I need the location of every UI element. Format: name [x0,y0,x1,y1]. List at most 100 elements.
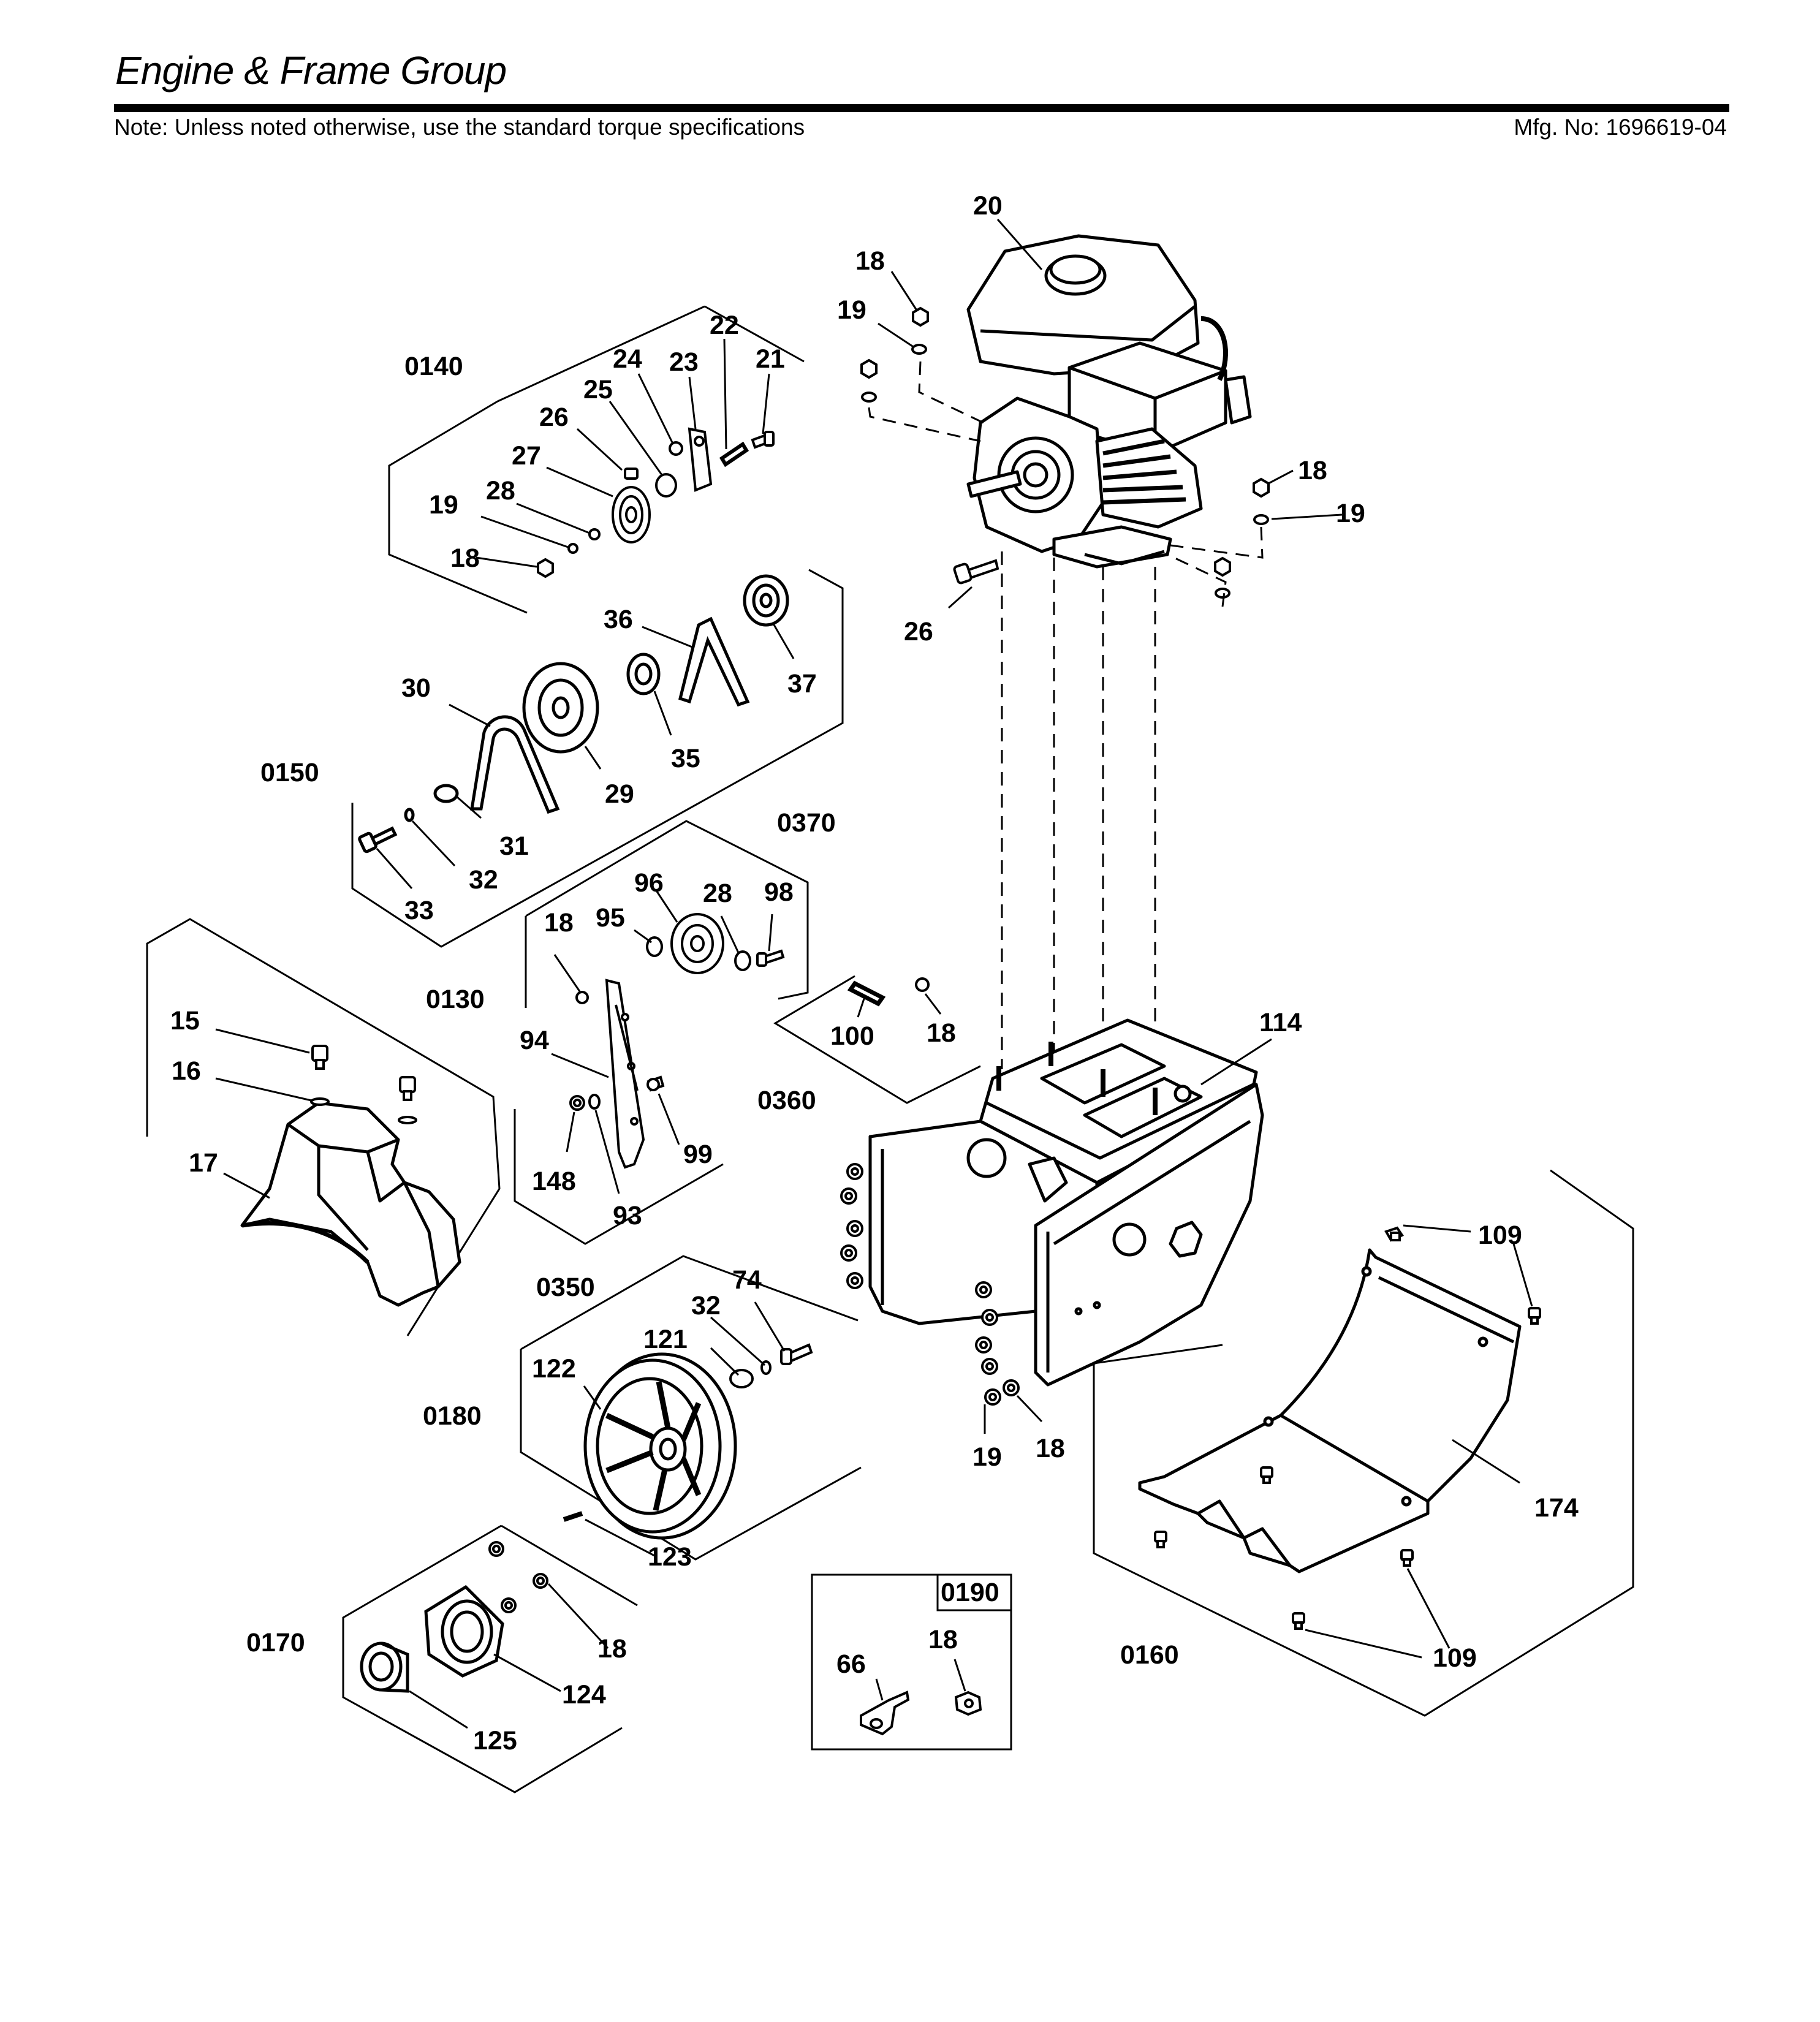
callout-18: 18 [450,543,480,573]
callout-66: 66 [836,1649,866,1679]
spring-100 [847,980,886,1007]
group-0170-outline [342,1524,638,1793]
group-0160-outline [1093,1169,1634,1717]
drive-belt-30 [470,715,560,814]
callout-37: 37 [787,669,817,699]
nut-18-front [1214,556,1231,577]
spacer-25 [655,473,677,498]
group-0140-parts[interactable] [537,427,775,578]
callout-0130: 0130 [426,985,485,1014]
belt-cover-17[interactable] [240,1101,461,1307]
callout-124: 124 [562,1680,606,1710]
callout-109: 109 [1433,1643,1477,1673]
callout-96: 96 [634,868,664,898]
washer-19 [567,543,578,554]
callout-24: 24 [613,344,642,374]
callout-18: 18 [855,246,885,276]
lockwasher-32 [404,808,415,822]
callout-35: 35 [671,744,700,773]
torque-note: Note: Unless noted otherwise, use the st… [114,115,805,140]
callout-100: 100 [830,1021,874,1051]
callout-20: 20 [973,191,1003,221]
callout-32: 32 [469,865,498,895]
callout-148: 148 [532,1167,576,1196]
leader-lines [215,219,1533,1729]
brake-parts[interactable] [569,913,785,1169]
wheel-122[interactable] [583,1352,737,1540]
callout-99: 99 [683,1140,713,1169]
callout-18: 18 [544,908,574,937]
callout-21: 21 [756,344,785,374]
group-0150-parts[interactable] [358,574,789,854]
bearing-parts[interactable] [360,1585,504,1693]
callout-93: 93 [613,1201,642,1230]
washer-19-front [1215,588,1230,599]
callout-23: 23 [669,347,699,377]
callout-22: 22 [710,311,739,340]
callout-0150: 0150 [260,758,319,787]
nut-18-left [860,358,878,379]
belt-cover-hardware [310,1045,417,1124]
washer-19-right [1253,514,1269,525]
engine-hardware [860,306,1270,599]
engine-assembly-lines [868,361,1264,1103]
spring-parts[interactable] [847,977,930,1007]
engine[interactable] [966,234,1252,569]
callout-0160: 0160 [1120,1640,1179,1670]
page-title: Engine & Frame Group [115,48,507,93]
callout-74: 74 [732,1265,762,1295]
pin-123 [563,1511,583,1522]
callout-32: 32 [691,1291,721,1320]
nut-18-right [1253,477,1270,498]
callout-98: 98 [764,877,794,907]
frame-weldment[interactable] [868,1018,1264,1387]
callout-122: 122 [532,1354,576,1384]
nut-24 [669,441,683,456]
washer-19-left [861,392,877,403]
washer-121 [729,1369,754,1388]
group-0190-box [811,1573,1012,1751]
callout-18: 18 [597,1634,627,1664]
callout-19: 19 [837,295,866,325]
callout-18: 18 [1298,456,1327,485]
callout-109: 109 [1478,1221,1522,1250]
callout-0190: 0190 [941,1578,999,1607]
callout-0170: 0170 [246,1628,305,1657]
callout-26: 26 [539,403,569,432]
frame-hardware [840,1163,1020,1406]
spring-22 [719,441,749,468]
callout-114: 114 [1259,1008,1302,1037]
callout-18: 18 [1036,1434,1065,1463]
bracket-66 [860,1691,910,1736]
callout-28: 28 [486,476,515,505]
manufacturer-number: Mfg. No: 1696619-04 [1514,115,1727,140]
callout-33: 33 [404,896,434,925]
bolt-26 [624,468,639,480]
nut-18 [915,977,930,992]
group-0190-parts[interactable] [860,1691,982,1736]
callout-18: 18 [928,1625,958,1654]
auger-housing-174[interactable] [1138,1248,1522,1573]
brake-bracket-94 [605,979,645,1169]
bolt-15 [311,1045,328,1062]
washer-16 [310,1097,330,1106]
callout-125: 125 [473,1726,517,1755]
callout-19: 19 [1336,499,1365,528]
callout-95: 95 [596,903,625,933]
spacer-28 [588,528,601,540]
callout-18: 18 [927,1018,956,1048]
group-0140-outline [388,305,805,614]
callout-15: 15 [170,1006,200,1036]
callout-31: 31 [499,831,529,861]
callout-27: 27 [512,441,541,471]
callout-26: 26 [904,617,933,646]
washer-31 [433,784,459,803]
callout-36: 36 [604,605,633,634]
callout-0180: 0180 [423,1401,482,1431]
callout-16: 16 [172,1056,201,1086]
callout-19: 19 [973,1442,1002,1472]
callout-19: 19 [429,490,458,520]
callout-0350: 0350 [536,1273,595,1302]
nut-18 [575,991,589,1004]
